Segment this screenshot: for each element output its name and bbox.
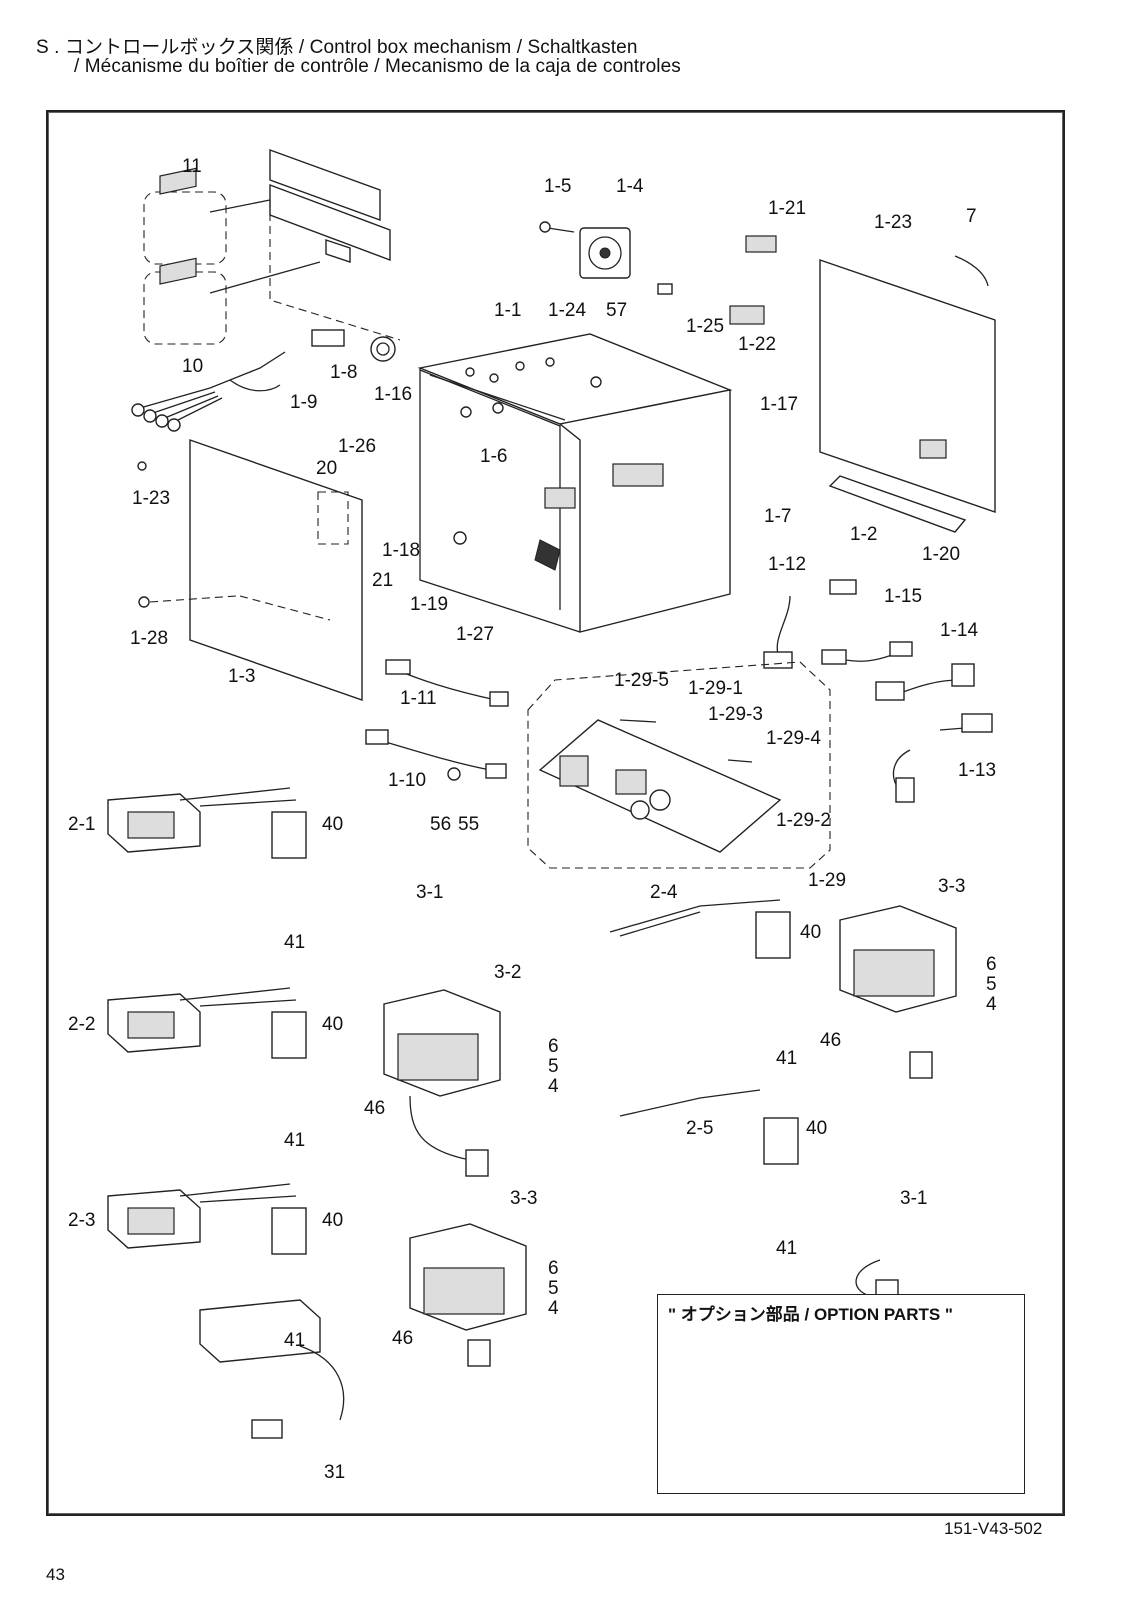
callout-label: 6 (986, 954, 997, 975)
callout-label: 1-11 (400, 688, 437, 709)
option-parts-title: " オプション部品 / OPTION PARTS " (668, 1305, 953, 1324)
callout-label: 2-2 (68, 1014, 95, 1035)
callout-label: 46 (392, 1328, 413, 1349)
callout-label: 1-2 (850, 524, 877, 545)
callout-label: 1-29-2 (776, 810, 831, 831)
callout-label: 41 (776, 1238, 797, 1259)
callout-label: 6 (548, 1036, 559, 1057)
transformers-group (383, 905, 957, 1367)
callout-label: 7 (966, 206, 977, 227)
callout-label: 41 (776, 1048, 797, 1069)
callout-label: 1-4 (616, 176, 644, 197)
part-1-2-cover (729, 235, 996, 533)
callout-label: 46 (364, 1098, 385, 1119)
callout-label: 1-22 (738, 334, 776, 355)
callout-label: 2-1 (68, 814, 95, 835)
callout-label: 1-24 (548, 300, 586, 321)
callout-label: 56 (430, 814, 451, 835)
callout-label: 1-10 (388, 770, 426, 791)
callout-label: 40 (322, 814, 343, 835)
callout-label: 1-29-1 (688, 678, 743, 699)
callout-label: 5 (548, 1056, 559, 1077)
callout-label: 4 (548, 1298, 559, 1319)
harness-group-middle (609, 899, 899, 1307)
callout-label: 1-1 (494, 300, 521, 321)
part-1-4-fan (539, 221, 673, 295)
page-subtitle: / Mécanisme du boîtier de contrôle / Mec… (74, 56, 681, 77)
callout-label: 10 (182, 356, 203, 377)
option-parts-box: " オプション部品 / OPTION PARTS " (657, 1294, 1025, 1494)
callout-label: 1-19 (410, 594, 448, 615)
callout-label: 1-6 (480, 446, 507, 467)
callout-label: 1-3 (228, 666, 255, 687)
callout-label: 1-27 (456, 624, 494, 645)
callout-label: 4 (986, 994, 997, 1015)
callout-label: 21 (372, 570, 393, 591)
part-1-3-cover (137, 439, 363, 701)
callout-label: 5 (986, 974, 997, 995)
callout-label: 3-3 (938, 876, 965, 897)
callout-label: 41 (284, 932, 305, 953)
callout-label: 6 (548, 1258, 559, 1279)
callout-label: 41 (284, 1130, 305, 1151)
diagram-frame (46, 110, 1065, 1516)
callout-label: 20 (316, 458, 337, 479)
page-title: S . コントロールボックス関係 / Control box mechanism… (36, 37, 638, 58)
part-11-group (143, 149, 401, 345)
callout-label: 40 (800, 922, 821, 943)
switch-assemblies-left (107, 787, 345, 1439)
callout-label: 40 (322, 1210, 343, 1231)
callout-label: 3-3 (510, 1188, 537, 1209)
callout-label: 1-9 (290, 392, 317, 413)
callout-label: 31 (324, 1462, 345, 1483)
callout-label: 3-2 (494, 962, 521, 983)
harness-group-right (763, 579, 993, 803)
callout-label: 41 (284, 1330, 305, 1351)
callout-label: 1-12 (768, 554, 806, 575)
callout-label: 46 (820, 1030, 841, 1051)
callout-label: 40 (322, 1014, 343, 1035)
callout-label: 1-18 (382, 540, 420, 561)
callout-label: 2-4 (650, 882, 678, 903)
part-1-29-board (527, 661, 831, 869)
callout-label: 1-14 (940, 620, 978, 641)
callout-label: 5 (548, 1278, 559, 1299)
callout-label: 1-16 (374, 384, 412, 405)
callout-label: 1-29 (808, 870, 846, 891)
callout-label: 1-8 (330, 362, 357, 383)
callout-label: 1-29-4 (766, 728, 821, 749)
page-number: 43 (46, 1565, 65, 1584)
callout-label: 3-1 (416, 882, 443, 903)
callout-label: 2-3 (68, 1210, 95, 1231)
control-box-main (417, 333, 733, 633)
callout-label: 1-5 (544, 176, 571, 197)
callout-label: 3-1 (900, 1188, 927, 1209)
callout-label: 2-5 (686, 1118, 713, 1139)
callout-label: 1-28 (130, 628, 168, 649)
callout-label: 1-23 (132, 488, 170, 509)
callout-label: 1-29-5 (614, 670, 669, 691)
callout-label: 1-29-3 (708, 704, 763, 725)
callout-label: 1-23 (874, 212, 912, 233)
callout-label: 40 (806, 1118, 827, 1139)
callout-label: 55 (458, 814, 479, 835)
callout-label: 1-15 (884, 586, 922, 607)
part-1-9-harness (131, 329, 396, 432)
callout-label: 1-20 (922, 544, 960, 565)
document-number: 151-V43-502 (944, 1519, 1043, 1538)
callout-label: 1-17 (760, 394, 798, 415)
callout-label: 1-26 (338, 436, 376, 457)
harness-group-left (365, 659, 509, 781)
callout-label: 1-25 (686, 316, 724, 337)
callout-label: 57 (606, 300, 627, 321)
callout-label: 1-21 (768, 198, 806, 219)
callout-label: 4 (548, 1076, 559, 1097)
callout-label: 1-13 (958, 760, 996, 781)
callout-label: 11 (182, 156, 202, 177)
callout-label: 1-7 (764, 506, 791, 527)
